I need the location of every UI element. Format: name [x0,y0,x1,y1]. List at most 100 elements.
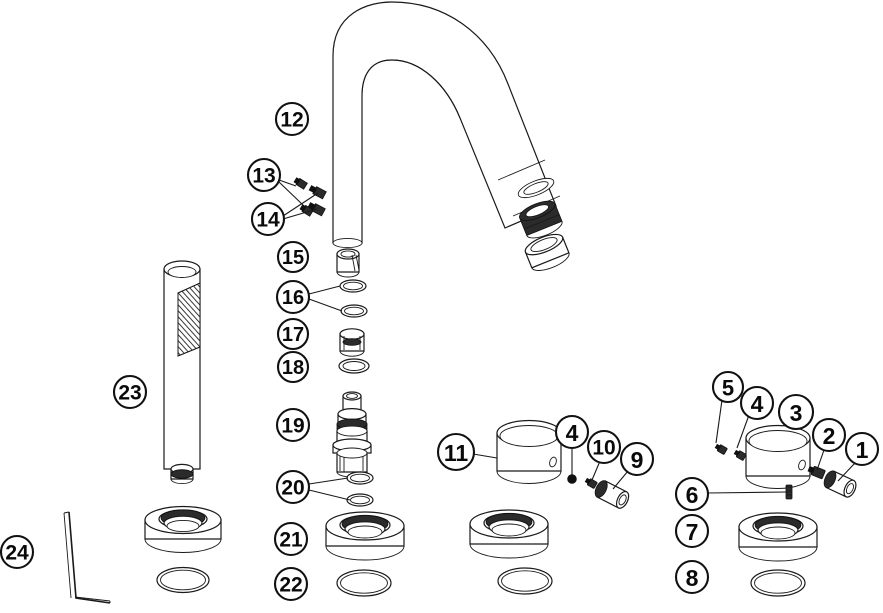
leader-line-2 [816,449,825,471]
leader-line-14 [282,192,319,217]
leader-line-16 [308,285,341,295]
callout-number: 24 [5,542,29,565]
callout-circle [275,279,311,315]
part-split-clip [336,248,360,278]
part-gasket-ring-mid [336,569,392,597]
callout-circle [711,370,745,404]
callout-circle [811,417,847,453]
callout-20-o-ring-pair-lower[interactable]: 20 [275,469,311,505]
callout-number: 5 [722,376,734,401]
callout-14-long-screws[interactable]: 14 [250,201,286,237]
part-o-ring-pair-upper [339,279,368,318]
part-o-ring-pair-lower [346,471,374,507]
callout-number: 7 [686,519,699,545]
part-grub-screw-mid [584,477,598,489]
callout-10-grub-screw-mid[interactable]: 10 [586,429,622,465]
callout-17-bush[interactable]: 17 [276,317,310,351]
callout-number: 3 [790,400,803,426]
callout-circle [275,407,311,443]
callout-circle [274,101,310,137]
callout-number: 23 [118,382,141,405]
part-o-ring-single [338,358,370,374]
part-spout-body [332,1,561,249]
callout-11-handle-body-mid[interactable]: 11 [436,432,476,472]
callout-circle [739,385,775,421]
callout-16-o-ring-pair-upper[interactable]: 16 [275,279,311,315]
callout-8-gasket-ring-right[interactable]: 8 [674,559,710,595]
callout-circle [674,513,710,549]
part-short-screws [293,177,314,217]
callout-number: 19 [281,415,304,438]
callout-number: 18 [282,357,304,379]
callout-7-escutcheon-right[interactable]: 7 [674,513,710,549]
leader-line-5 [715,399,723,444]
part-gasket-ring-left [156,566,210,594]
part-grub-screw-right [807,466,826,480]
callout-circle [674,559,710,595]
callout-19-cartridge[interactable]: 19 [275,407,311,443]
callout-15-split-clip[interactable]: 15 [276,240,310,274]
callout-18-o-ring-single[interactable]: 18 [276,350,310,384]
callout-circle [276,240,310,274]
leader-line-20 [308,489,351,501]
leader-line-9 [612,470,629,490]
part-long-screws [307,185,327,217]
part-gasket-ring-mid2 [497,567,553,595]
callout-22-gasket-ring-mid[interactable]: 22 [273,566,309,602]
leader-lines [278,179,856,501]
o-ring-20a [346,471,374,485]
callout-4-screw-mid[interactable]: 4 [554,414,590,450]
callout-9-sleeve-cap-mid[interactable]: 9 [619,441,655,477]
callout-number: 4 [751,391,764,417]
callout-3-handle-body-right[interactable]: 3 [777,393,815,431]
callout-circle [273,566,309,602]
callout-number: 16 [282,287,304,309]
callout-2-grub-screw-right[interactable]: 2 [811,417,847,453]
callout-13-short-screws[interactable]: 13 [246,157,282,193]
callout-number: 14 [256,209,280,232]
callout-number: 13 [252,165,275,188]
leader-line-13 [278,181,304,206]
part-pin-right [785,484,793,500]
callout-4-screw-right-inner[interactable]: 4 [739,385,775,421]
o-ring-20b [346,493,374,507]
callout-circle [844,431,880,467]
leader-line-14 [282,208,318,220]
callout-number: 4 [566,420,579,446]
leader-line-20 [308,477,349,485]
leader-line-1 [837,462,856,482]
leader-line-6 [706,491,789,494]
callout-circle [436,432,476,472]
callout-24-allen-key[interactable]: 24 [0,534,35,570]
callout-21-escutcheon-mid[interactable]: 21 [273,521,309,557]
callout-number: 12 [280,109,303,132]
part-escutcheon-mid [325,511,405,561]
callout-23-hand-shower[interactable]: 23 [112,374,148,410]
callout-circle [112,374,148,410]
callout-12-spout-body[interactable]: 12 [274,101,310,137]
callout-circle [246,157,282,193]
callout-circle [250,201,286,237]
callout-6-pin-right[interactable]: 6 [674,476,710,512]
o-ring-16a [339,279,367,293]
callout-circle [619,441,655,477]
callout-number: 22 [279,574,302,597]
callout-number: 2 [823,423,836,449]
part-gasket-ring-right [750,569,806,597]
callout-number: 20 [281,477,304,500]
leader-line-10 [591,460,601,481]
callout-number: 11 [444,440,469,466]
part-escutcheon-right [738,512,818,562]
part-sleeve-cap-mid [594,480,630,509]
leader-line-16 [308,298,343,312]
callout-number: 21 [279,529,303,552]
callout-1-sleeve-cap-right[interactable]: 1 [844,431,880,467]
part-escutcheon-mid2 [469,509,549,559]
callout-5-screw-right-outer[interactable]: 5 [711,370,745,404]
callout-circle [674,476,710,512]
callout-circle [777,393,815,431]
callout-number: 10 [592,437,615,460]
callout-circle [276,317,310,351]
